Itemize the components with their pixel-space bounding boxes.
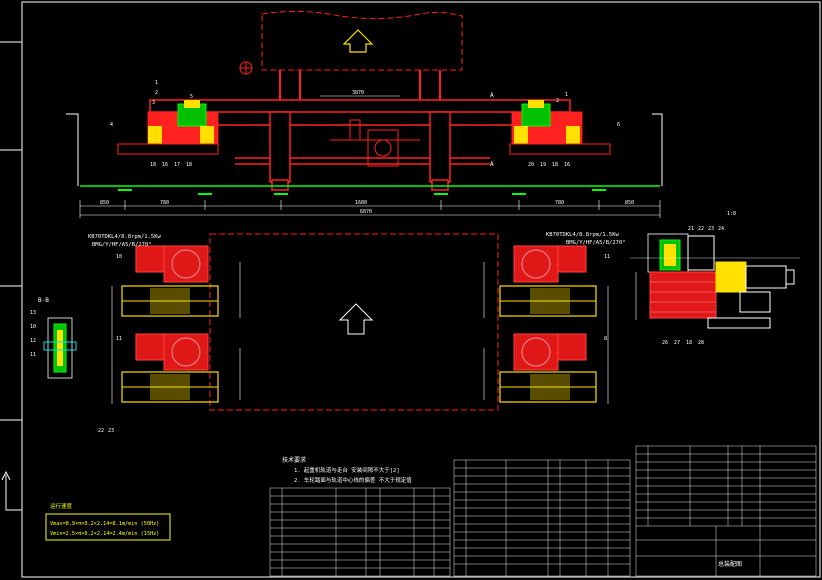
dim-bottom-left-1: 850 bbox=[100, 200, 109, 206]
dim-bottom-right-1: 780 bbox=[555, 200, 564, 206]
dim-top-center: 3870 bbox=[352, 90, 364, 96]
balloons-top-left: 1 2 3 4 5 18 16 17 18 bbox=[110, 80, 193, 168]
balloons-top-right: 1 2 6 20 19 18 16 bbox=[528, 92, 620, 168]
svg-text:5: 5 bbox=[190, 94, 193, 100]
notes-title: 技术要求 bbox=[282, 456, 306, 464]
side-walls bbox=[66, 113, 663, 186]
section-label-a-left: A bbox=[490, 92, 494, 99]
section-b: B-B 13 10 12 11 bbox=[30, 297, 77, 379]
dim-bottom-center: 1680 bbox=[355, 200, 367, 206]
svg-text:12: 12 bbox=[30, 338, 36, 344]
svg-text:27: 27 bbox=[674, 340, 680, 346]
svg-text:11: 11 bbox=[604, 254, 610, 260]
columns bbox=[269, 111, 451, 191]
svg-text:23: 23 bbox=[108, 428, 114, 434]
side-view: 1:8 21 22 23 24 26 27 18 28 bbox=[630, 211, 800, 346]
balloons-side: 21 22 23 24 26 27 18 28 bbox=[662, 226, 724, 346]
svg-text:18: 18 bbox=[552, 162, 558, 168]
svg-text:18: 18 bbox=[686, 340, 692, 346]
section-b-label: B-B bbox=[38, 297, 49, 304]
svg-text:16: 16 bbox=[564, 162, 570, 168]
svg-text:26: 26 bbox=[662, 340, 668, 346]
balloons-section-b: 13 10 12 11 bbox=[30, 310, 36, 358]
svg-text:1: 1 bbox=[565, 92, 568, 98]
speed-box: 运行速度 Vmax=8.9×π×0.2×2.14=8.1m/min (50Hz)… bbox=[45, 502, 171, 541]
title-block-name: 总装配图 bbox=[718, 560, 742, 568]
left-drive-lower bbox=[121, 333, 219, 403]
dim-overall: 6870 bbox=[360, 209, 372, 215]
elevation-view: 850 780 1680 780 850 6870 3870 A A 1 2 3… bbox=[66, 10, 663, 218]
svg-text:18: 18 bbox=[150, 162, 156, 168]
svg-text:11: 11 bbox=[116, 336, 122, 342]
dim-bottom-left-2: 780 bbox=[160, 200, 169, 206]
rail-symbol bbox=[239, 61, 253, 75]
balloons-plan: 10 11 11 8 22 23 bbox=[98, 254, 610, 434]
svg-text:21: 21 bbox=[688, 226, 694, 232]
svg-text:10: 10 bbox=[30, 324, 36, 330]
svg-text:13: 13 bbox=[30, 310, 36, 316]
spec-left-line2: BMG/Y/HF/A5/B/270° bbox=[92, 242, 152, 248]
elevation-dimensions bbox=[79, 95, 661, 218]
parts-table-left bbox=[269, 487, 451, 577]
svg-text:23: 23 bbox=[708, 226, 714, 232]
note-2: 2. 车轮踏面与轨道中心线的偏差 不大于规定值 bbox=[294, 476, 412, 484]
svg-text:8: 8 bbox=[604, 336, 607, 342]
notes: 技术要求 1. 起重机轨道与走台 安装间隙不大于[2] 2. 车轮踏面与轨道中心… bbox=[282, 456, 412, 484]
svg-text:10: 10 bbox=[116, 254, 122, 260]
spec-right-line1: KB70TDKL4/8.8rpm/1.5Kw bbox=[546, 232, 620, 238]
left-end-carriage bbox=[117, 100, 219, 155]
svg-text:22: 22 bbox=[698, 226, 704, 232]
speed-line2: Vmin=2.5×π×0.2×2.14=2.4m/min (15Hz) bbox=[50, 531, 159, 537]
plan-view: KB70TDKL4/8.8rpm/1.5Kw BMG/Y/HF/A5/B/270… bbox=[88, 232, 626, 434]
right-drive-upper bbox=[499, 245, 597, 317]
svg-text:19: 19 bbox=[540, 162, 546, 168]
spec-right-line2: BMG/Y/HF/A5/B/270° bbox=[566, 240, 626, 246]
left-drive-upper bbox=[121, 245, 219, 317]
svg-text:11: 11 bbox=[30, 352, 36, 358]
dim-bottom-right-2: 850 bbox=[625, 200, 634, 206]
scale-label: 1:8 bbox=[727, 211, 736, 217]
parts-table-right bbox=[635, 445, 817, 577]
plan-dimensions bbox=[111, 262, 609, 404]
section-label-a-right: A bbox=[490, 161, 494, 168]
svg-text:2: 2 bbox=[556, 98, 559, 104]
svg-text:22: 22 bbox=[98, 428, 104, 434]
plan-outline bbox=[209, 233, 499, 411]
svg-text:18: 18 bbox=[186, 162, 192, 168]
svg-text:24: 24 bbox=[718, 226, 724, 232]
svg-text:4: 4 bbox=[110, 122, 113, 128]
parts-table-middle bbox=[453, 459, 631, 577]
direction-arrow-top bbox=[342, 29, 374, 53]
speed-title: 运行速度 bbox=[50, 502, 73, 510]
svg-text:28: 28 bbox=[698, 340, 704, 346]
svg-text:3: 3 bbox=[152, 100, 155, 106]
right-end-carriage bbox=[509, 100, 611, 155]
svg-text:17: 17 bbox=[174, 162, 180, 168]
right-drive-lower bbox=[499, 333, 597, 403]
direction-arrow-plan bbox=[338, 303, 374, 335]
note-1: 1. 起重机轨道与走台 安装间隙不大于[2] bbox=[294, 466, 400, 474]
hangers bbox=[279, 70, 441, 100]
svg-text:6: 6 bbox=[617, 122, 620, 128]
ucs-icon bbox=[1, 470, 22, 511]
speed-line1: Vmax=8.9×π×0.2×2.14=8.1m/min (50Hz) bbox=[50, 521, 159, 527]
svg-text:20: 20 bbox=[528, 162, 534, 168]
svg-text:1: 1 bbox=[155, 80, 158, 86]
svg-text:16: 16 bbox=[162, 162, 168, 168]
support-feet bbox=[118, 189, 606, 195]
upper-beam-outline bbox=[261, 10, 463, 71]
spec-left-line1: KB70TDKL4/8.8rpm/1.5Kw bbox=[88, 234, 162, 240]
center-mechanism bbox=[330, 119, 420, 167]
svg-text:2: 2 bbox=[155, 90, 158, 96]
